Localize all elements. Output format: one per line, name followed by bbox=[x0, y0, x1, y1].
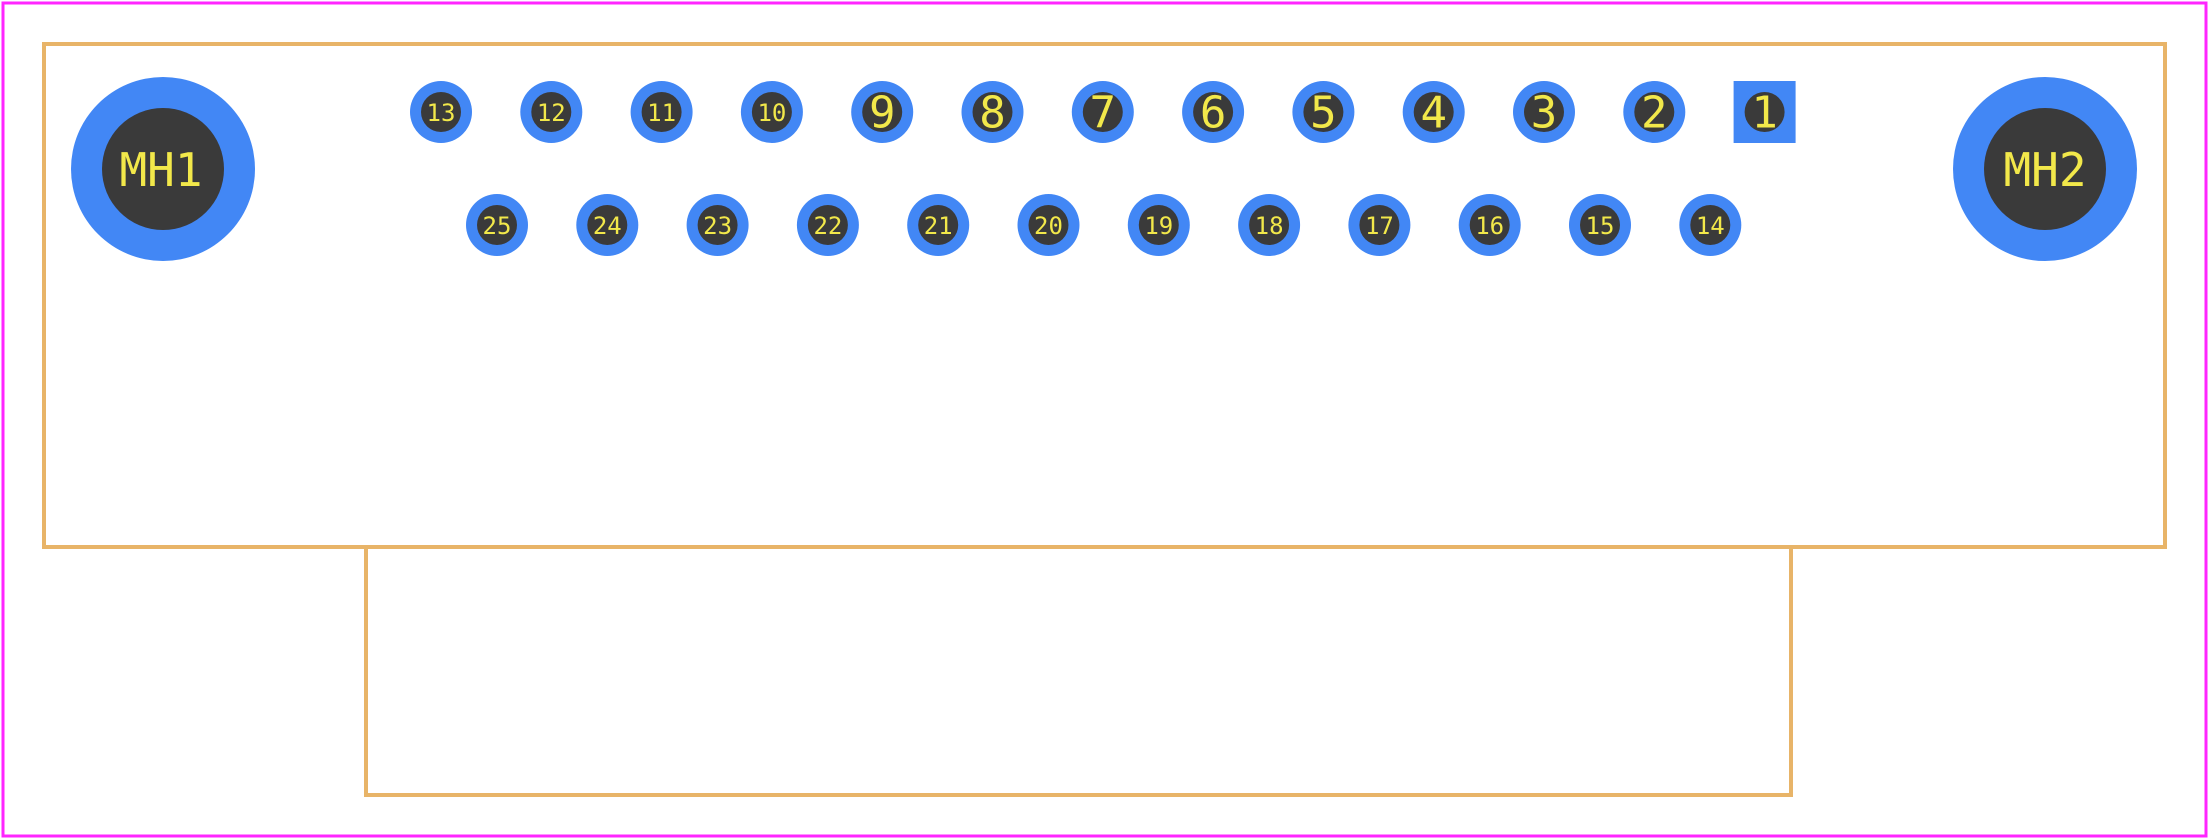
pad-drill-hole bbox=[1193, 92, 1234, 132]
pad-drill-hole bbox=[1744, 92, 1785, 132]
pad-10[interactable]: 10 bbox=[740, 81, 803, 143]
pad-drill-hole bbox=[477, 205, 517, 245]
pad-row-bottom: 25 24 23 22 21 20 19 18 17 16 15 14 bbox=[466, 194, 1742, 256]
pad-number-label: 24 bbox=[593, 212, 622, 240]
pad-18[interactable]: 18 bbox=[1238, 194, 1301, 256]
pad-number-label: 23 bbox=[703, 212, 732, 240]
pad-11[interactable]: 11 bbox=[630, 81, 693, 143]
pad-19[interactable]: 19 bbox=[1127, 194, 1190, 256]
connector-shell-outline bbox=[364, 547, 1793, 797]
pad-number-label: 9 bbox=[869, 88, 896, 139]
pad-6[interactable]: 6 bbox=[1182, 81, 1245, 143]
pad-number-label: 19 bbox=[1144, 212, 1173, 240]
pad-20[interactable]: 20 bbox=[1017, 194, 1080, 256]
pad-23[interactable]: 23 bbox=[686, 194, 749, 256]
pad-drill-hole bbox=[697, 205, 738, 245]
pad-drill-hole bbox=[1469, 205, 1510, 245]
pad-number-label: 16 bbox=[1475, 212, 1504, 240]
pad-drill-hole bbox=[1249, 205, 1290, 245]
pad-21[interactable]: 21 bbox=[907, 194, 970, 256]
pad-drill-hole bbox=[1634, 92, 1675, 132]
pad-number-label: 11 bbox=[647, 99, 676, 127]
pad-drill-hole bbox=[1524, 92, 1564, 132]
pad-7[interactable]: 7 bbox=[1071, 81, 1134, 143]
pad-drill-hole bbox=[862, 92, 903, 132]
pad-number-label: 21 bbox=[924, 212, 953, 240]
pad-drill-hole bbox=[918, 205, 959, 245]
pad-number-label: 8 bbox=[979, 88, 1006, 139]
pad-9[interactable]: 9 bbox=[851, 81, 914, 143]
pad-13[interactable]: 13 bbox=[410, 81, 472, 143]
mounting-hole-mh1[interactable]: MH1 bbox=[71, 77, 255, 261]
pad-drill-hole bbox=[1359, 205, 1400, 245]
pad-2[interactable]: 2 bbox=[1623, 81, 1686, 143]
pad-drill-hole bbox=[1138, 205, 1179, 245]
pad-number-label: 25 bbox=[483, 212, 512, 240]
pad-12[interactable]: 12 bbox=[520, 81, 583, 143]
pad-drill-hole bbox=[587, 205, 628, 245]
pad-16[interactable]: 16 bbox=[1458, 194, 1521, 256]
pad-number-label: 14 bbox=[1696, 212, 1725, 240]
pad-14[interactable]: 14 bbox=[1679, 194, 1742, 256]
pad-drill-hole bbox=[751, 92, 792, 132]
pad-drill-hole bbox=[1303, 92, 1344, 132]
pad-drill-hole bbox=[1690, 205, 1731, 245]
pad-number-label: 18 bbox=[1255, 212, 1284, 240]
pad-4[interactable]: 4 bbox=[1402, 81, 1465, 143]
pad-number-label: 5 bbox=[1310, 88, 1337, 139]
mounting-hole-drill bbox=[102, 108, 224, 230]
pad-3[interactable]: 3 bbox=[1513, 81, 1575, 143]
mounting-hole-mh2[interactable]: MH2 bbox=[1953, 77, 2137, 261]
mounting-hole-label: MH1 bbox=[119, 143, 202, 197]
pad-number-label: 10 bbox=[757, 99, 786, 127]
mounting-hole-label: MH2 bbox=[2003, 143, 2086, 197]
pad-24[interactable]: 24 bbox=[576, 194, 639, 256]
mounting-hole-drill bbox=[1984, 108, 2106, 230]
pad-number-label: 17 bbox=[1365, 212, 1394, 240]
connector-body-outline bbox=[42, 42, 2167, 549]
pad-drill-hole bbox=[1028, 205, 1069, 245]
pad-number-label: 22 bbox=[813, 212, 842, 240]
pad-number-label: 20 bbox=[1034, 212, 1063, 240]
pad-1[interactable]: 1 bbox=[1733, 81, 1796, 143]
pad-15[interactable]: 15 bbox=[1569, 194, 1631, 256]
pad-17[interactable]: 17 bbox=[1348, 194, 1411, 256]
pad-drill-hole bbox=[641, 92, 682, 132]
pad-number-label: 4 bbox=[1420, 88, 1447, 139]
pad-25[interactable]: 25 bbox=[466, 194, 528, 256]
pad-drill-hole bbox=[531, 92, 572, 132]
pad-drill-hole bbox=[421, 92, 461, 132]
pad-number-label: 2 bbox=[1641, 88, 1668, 139]
pad-number-label: 6 bbox=[1200, 88, 1227, 139]
pad-5[interactable]: 5 bbox=[1292, 81, 1355, 143]
pad-drill-hole bbox=[972, 92, 1013, 132]
pad-drill-hole bbox=[807, 205, 848, 245]
pad-number-label: 12 bbox=[537, 99, 566, 127]
pad-number-label: 13 bbox=[427, 99, 456, 127]
pad-row-top: 13 12 11 10 9 8 7 6 5 4 3 2 1 bbox=[410, 81, 1796, 143]
pad-number-label: 15 bbox=[1586, 212, 1615, 240]
pad-8[interactable]: 8 bbox=[961, 81, 1024, 143]
pad-drill-hole bbox=[1082, 92, 1123, 132]
pad-number-label: 1 bbox=[1751, 88, 1778, 139]
pad-drill-hole bbox=[1413, 92, 1454, 132]
pad-number-label: 7 bbox=[1090, 88, 1117, 139]
pad-drill-hole bbox=[1580, 205, 1620, 245]
pad-22[interactable]: 22 bbox=[796, 194, 859, 256]
pad-number-label: 3 bbox=[1531, 88, 1558, 139]
